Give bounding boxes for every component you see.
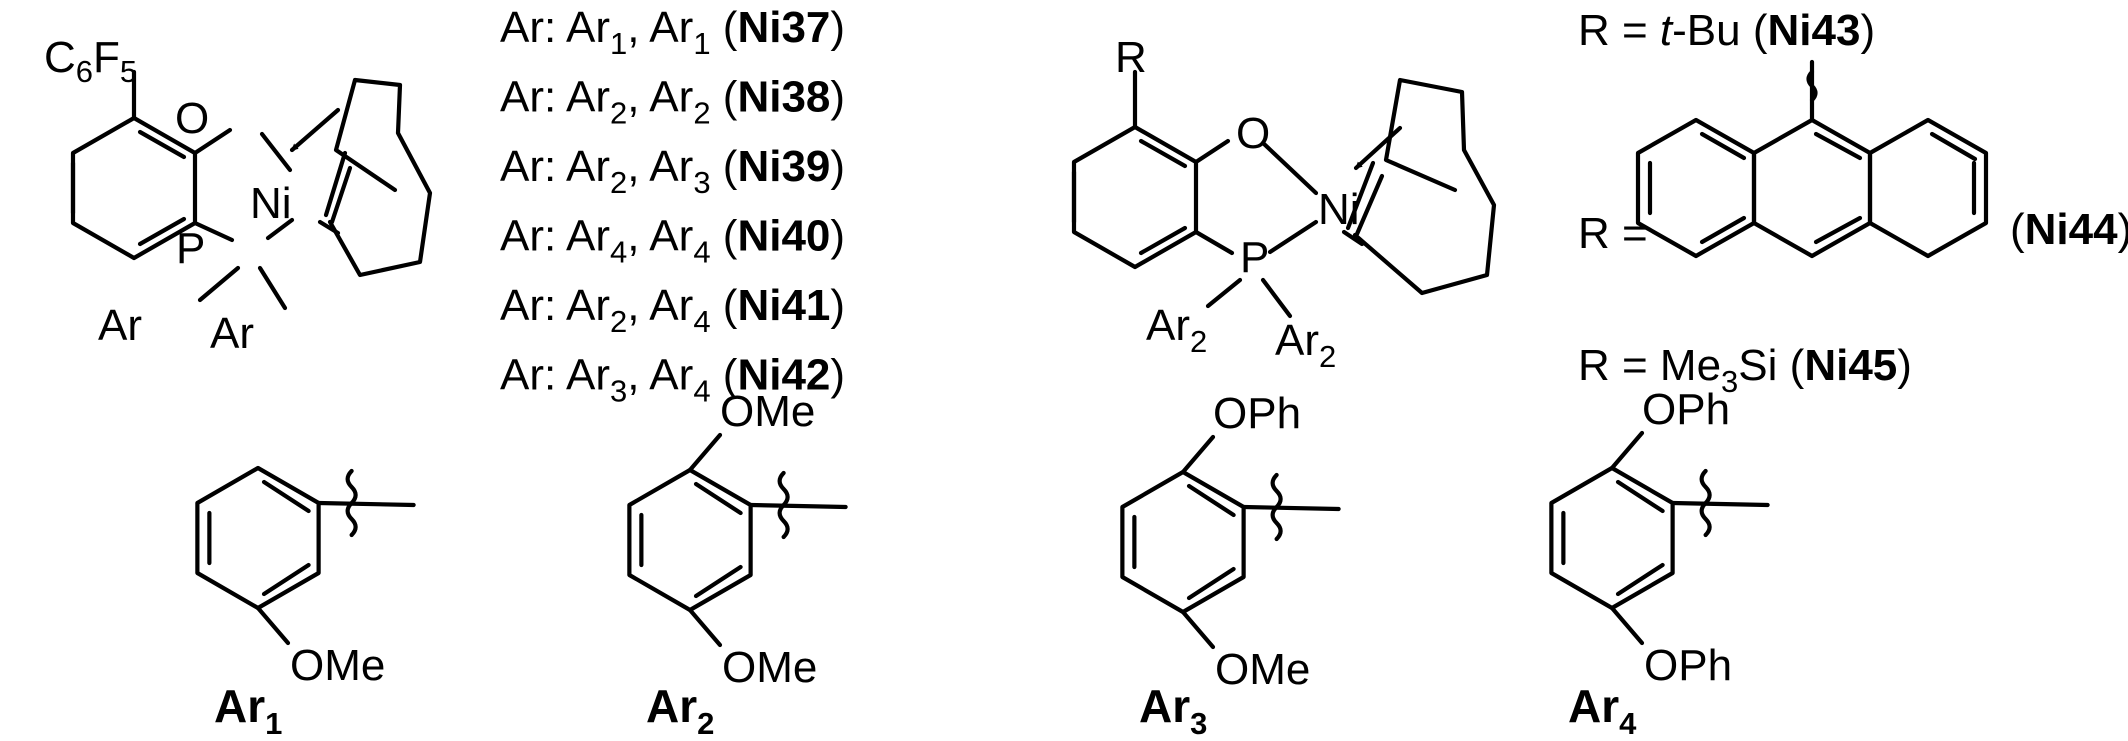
svg-text:OMe: OMe <box>1215 645 1310 694</box>
aryl-label: Ar1 <box>214 680 282 741</box>
r-anthracenyl-definition: R = <box>1578 209 1648 258</box>
ar-left-label: Ar <box>98 301 142 350</box>
complex-structure-2: R O Ni P Ar2 Ar2 <box>1071 33 1497 374</box>
nickel-atom-label-2: Ni <box>1318 185 1360 234</box>
svg-text:OPh: OPh <box>1213 389 1301 438</box>
cyclooctenyl-ligand-2 <box>1341 77 1497 296</box>
phosphorus-atom-label: P <box>176 224 205 273</box>
nickel-atom-label: Ni <box>250 179 292 228</box>
alkene-coordination-arrow-1 <box>289 107 341 153</box>
bond-phosphorus-nickel-2 <box>1267 219 1319 255</box>
bond-phosphorus-ar2-right <box>1260 277 1293 319</box>
ligand-list-row: Ar: Ar3, Ar4 (Ni42) <box>500 351 845 409</box>
aryl-label: Ar2 <box>646 680 714 741</box>
aryl-label: Ar3 <box>1139 680 1207 741</box>
wavy-attachment-mark <box>1806 69 1818 103</box>
svg-text:OMe: OMe <box>722 643 817 692</box>
ligand-list-row: Ar: Ar2, Ar2 (Ni38) <box>500 73 845 131</box>
cyclooctenyl-ligand-1 <box>317 77 433 278</box>
ligand-list-row: Ar: Ar2, Ar3 (Ni39) <box>500 142 845 200</box>
alkene-coordination-arrow-2 <box>1353 125 1403 171</box>
svg-text:OMe: OMe <box>720 387 815 436</box>
oxygen-atom-label: O <box>175 94 209 143</box>
bond-oxygen-nickel-2 <box>1260 140 1319 196</box>
ar2-right-label: Ar2 <box>1275 316 1336 374</box>
bond-ring-phosphorus-2 <box>1193 229 1235 256</box>
ni44-label: (Ni44) <box>2010 205 2128 254</box>
svg-text:OPh: OPh <box>1644 641 1732 690</box>
ar-right-label: Ar <box>210 309 254 358</box>
bond-phosphorus-ar2-left <box>1205 277 1243 309</box>
complex-structure-1: C6F5 O Ni P Ar Ar <box>44 33 433 358</box>
phosphorus-atom-label-2: P <box>1240 233 1269 282</box>
bond-phosphorus-ar-right <box>257 265 288 311</box>
r-group-definitions: R = t-Bu (Ni43) R = (Ni44) R = Me3Si (Ni… <box>1578 6 2128 399</box>
ligand-list: Ar: Ar1, Ar1 (Ni37) Ar: Ar2, Ar2 (Ni38) Ar… <box>500 3 845 409</box>
r-substituent-label: R <box>1115 33 1147 82</box>
svg-text:OPh: OPh <box>1642 385 1730 434</box>
bond-ring-oxygen-2 <box>1193 138 1231 165</box>
bond-phosphorus-ar-left <box>197 265 241 303</box>
aryl-label: Ar4 <box>1568 680 1637 741</box>
r-tms-definition: R = Me3Si (Ni45) <box>1578 341 1912 399</box>
benzene-ring-2 <box>1071 124 1199 270</box>
bond-phosphorus-nickel <box>265 217 295 241</box>
ligand-list-row: Ar: Ar1, Ar1 (Ni37) <box>500 3 845 61</box>
oxygen-atom-label-2: O <box>1236 109 1270 158</box>
bond-oxygen-nickel <box>259 131 293 173</box>
ligand-list-row: Ar: Ar4, Ar4 (Ni40) <box>500 212 845 270</box>
r-tbu-definition: R = t-Bu (Ni43) <box>1578 6 1875 55</box>
bond-ring-oxygen <box>192 127 233 156</box>
svg-text:OMe: OMe <box>290 641 385 690</box>
anthracenyl-group <box>1635 59 1989 259</box>
ligand-list-row: Ar: Ar2, Ar4 (Ni41) <box>500 281 845 339</box>
bond-ring-phosphorus <box>192 220 235 243</box>
ar2-left-label: Ar2 <box>1146 301 1207 359</box>
c6f5-label: C6F5 <box>44 33 137 89</box>
